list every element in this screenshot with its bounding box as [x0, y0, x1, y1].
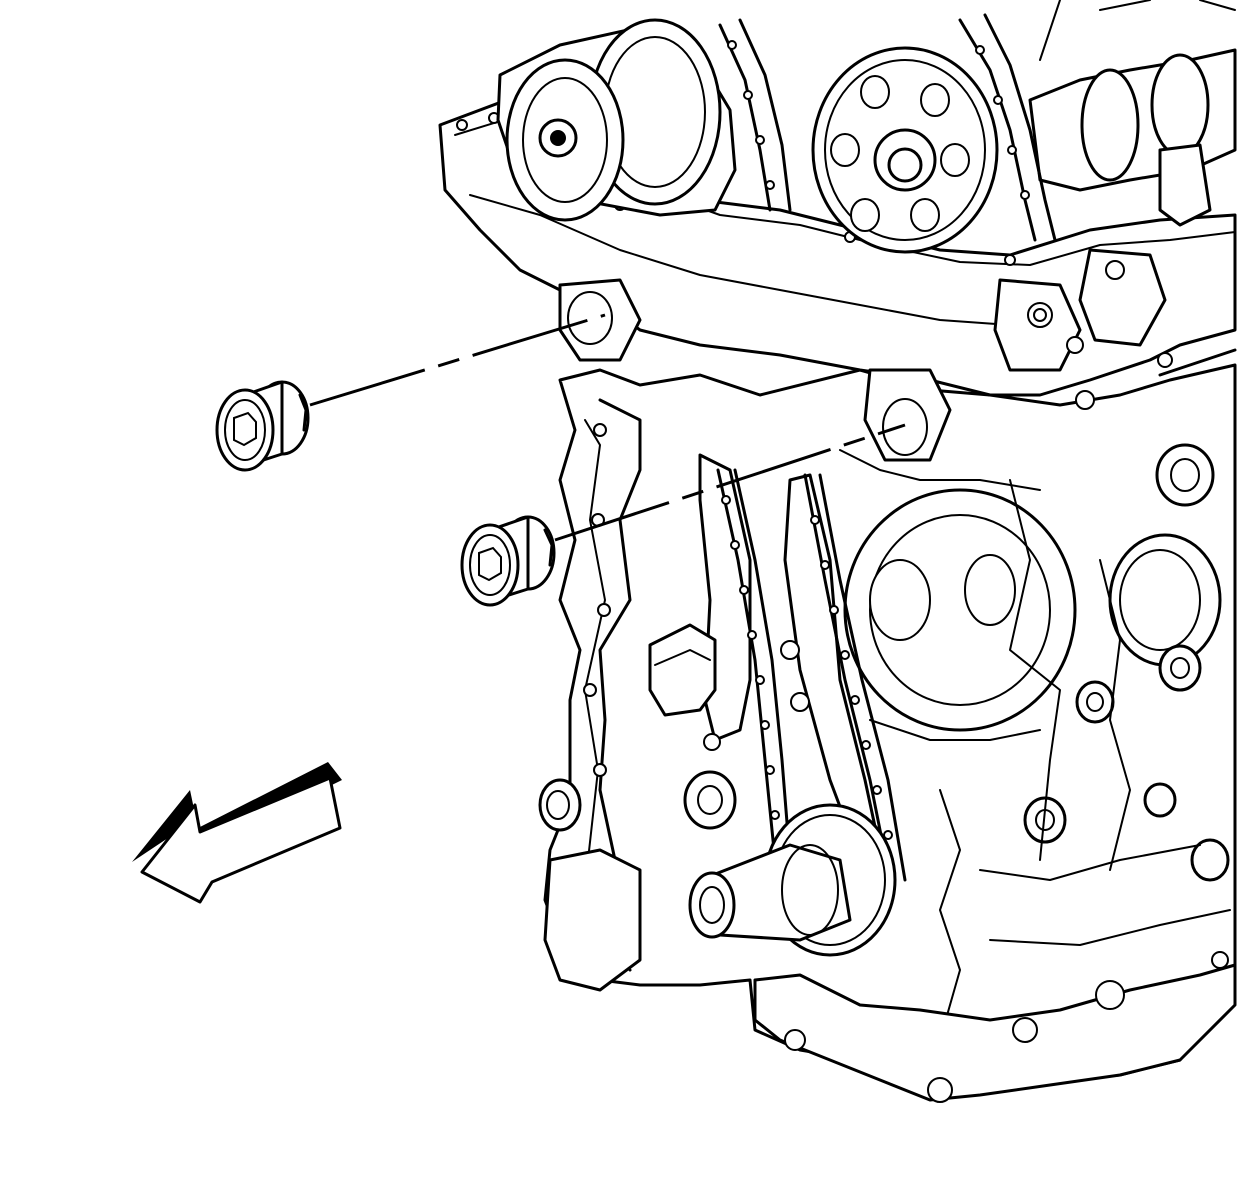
oil-pump-bosses [685, 641, 809, 828]
upper-plug-icon [217, 382, 308, 470]
camshaft-right [1030, 0, 1235, 225]
crankshaft-sprocket [690, 805, 895, 955]
upper-timing-chain [720, 15, 1055, 240]
camshaft-sprocket-right [813, 48, 997, 252]
lower-plug-icon [462, 517, 554, 605]
chain-tensioner [650, 625, 720, 750]
camshaft-phaser-left [498, 20, 735, 220]
front-direction-arrow-icon [132, 762, 342, 902]
alignment-lines [310, 315, 1235, 540]
lower-timing-chain [718, 470, 905, 880]
